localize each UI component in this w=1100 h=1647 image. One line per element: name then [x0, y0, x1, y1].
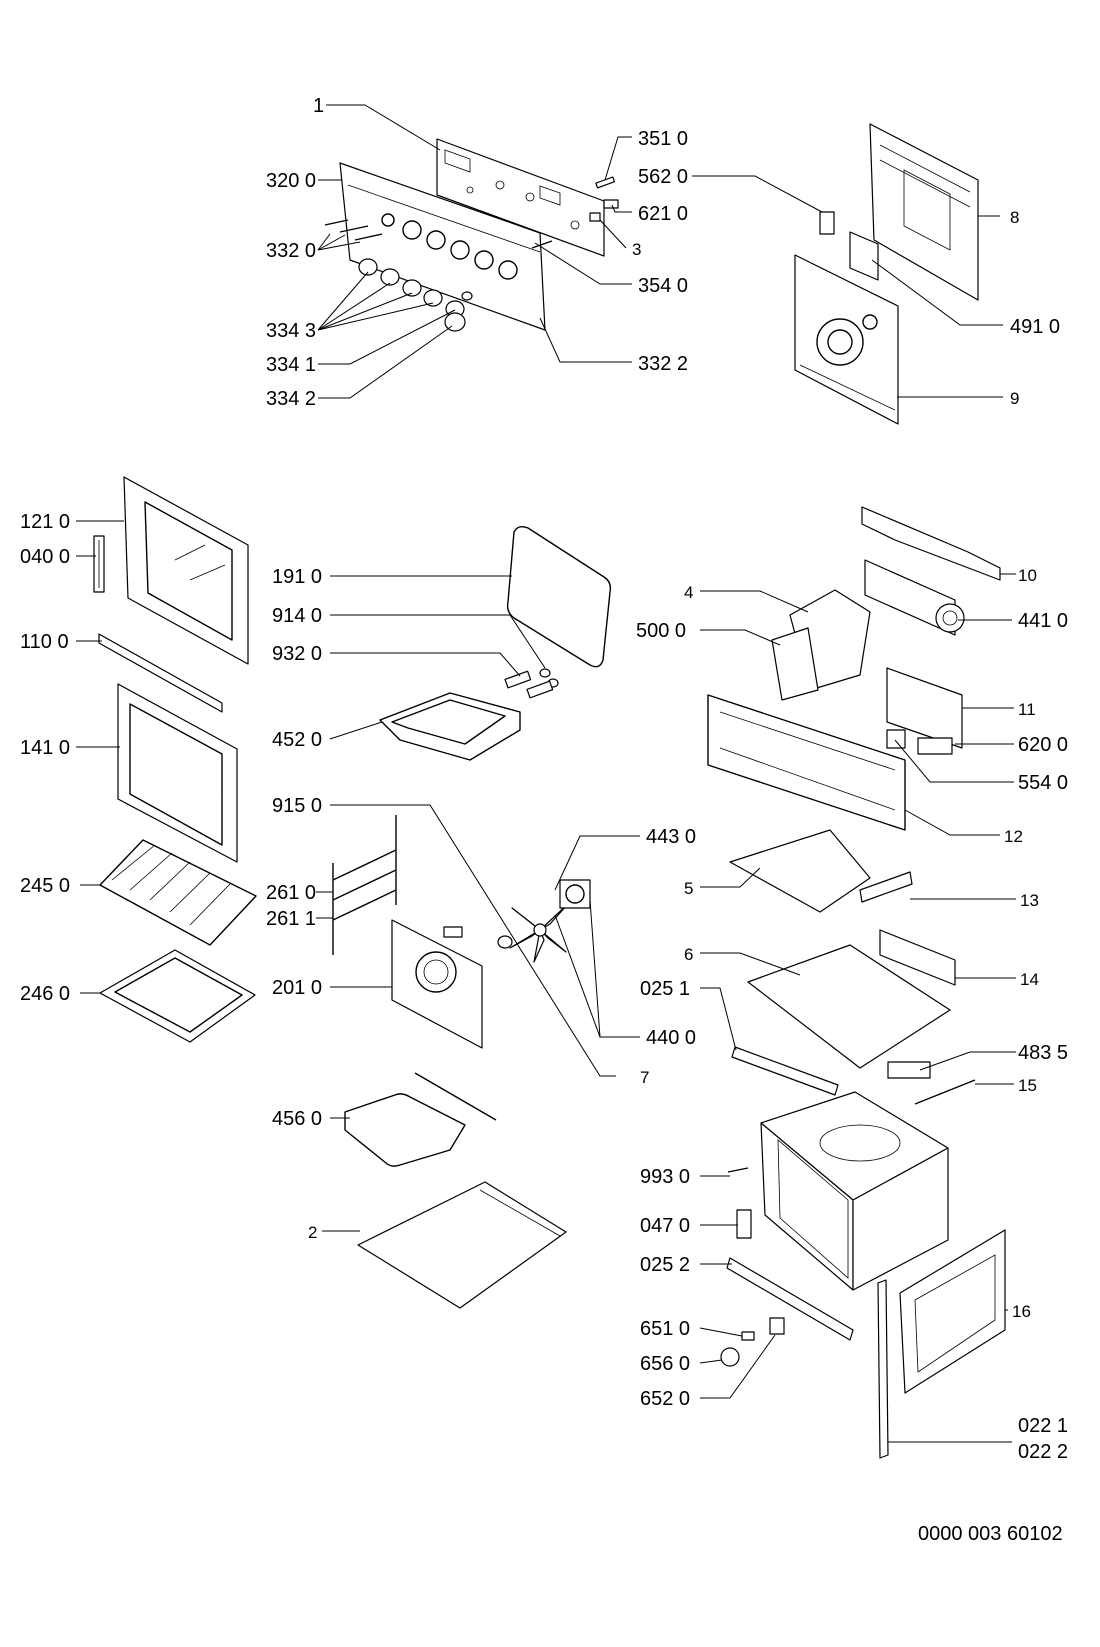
label-452-0: 452 0: [272, 729, 322, 751]
label-651-0: 651 0: [640, 1318, 690, 1340]
label-656-0: 656 0: [640, 1353, 690, 1375]
label-932-0: 932 0: [272, 643, 322, 665]
label-261-1: 261 1: [266, 908, 316, 930]
label-3: 3: [632, 240, 641, 259]
label-332-0: 332 0: [266, 240, 316, 262]
label-121-0: 121 0: [20, 511, 70, 533]
label-441-0: 441 0: [1018, 610, 1068, 632]
door-group: [76, 476, 257, 1043]
document-number: 0000 003 60102: [918, 1523, 1063, 1545]
label-332-2: 332 2: [638, 353, 688, 375]
label-483-5: 483 5: [1018, 1042, 1068, 1064]
label-047-0: 047 0: [640, 1215, 690, 1237]
label-191-0: 191 0: [272, 566, 322, 588]
label-141-0: 141 0: [20, 737, 70, 759]
label-915-0: 915 0: [272, 795, 322, 817]
label-025-1: 025 1: [640, 978, 690, 1000]
label-9: 9: [1010, 389, 1019, 408]
label-491-0: 491 0: [1010, 316, 1060, 338]
label-13: 13: [1020, 891, 1039, 910]
center-group: [316, 525, 640, 1309]
label-440-0: 440 0: [646, 1027, 696, 1049]
label-1: 1: [313, 95, 324, 117]
label-110-0: 110 0: [20, 631, 69, 653]
label-16: 16: [1012, 1302, 1031, 1321]
label-025-2: 025 2: [640, 1254, 690, 1276]
label-334-2: 334 2: [266, 388, 316, 410]
label-245-0: 245 0: [20, 875, 70, 897]
control-panel-group: [317, 104, 823, 399]
label-4: 4: [684, 583, 693, 602]
label-7: 7: [640, 1068, 649, 1087]
part-labels: 1 320 0 332 0 334 3 334 1 334 2 351 0 56…: [20, 95, 1068, 1545]
label-15: 15: [1018, 1076, 1037, 1095]
label-246-0: 246 0: [20, 983, 70, 1005]
label-022-2: 022 2: [1018, 1441, 1068, 1463]
rear-panels-group: [794, 123, 1003, 425]
label-354-0: 354 0: [638, 275, 688, 297]
label-914-0: 914 0: [272, 605, 322, 627]
label-334-3: 334 3: [266, 320, 316, 342]
label-10: 10: [1018, 566, 1037, 585]
label-5: 5: [684, 879, 693, 898]
label-443-0: 443 0: [646, 826, 696, 848]
right-group: [699, 506, 1016, 1459]
label-14: 14: [1020, 970, 1039, 989]
label-554-0: 554 0: [1018, 772, 1068, 794]
label-562-0: 562 0: [638, 166, 688, 188]
label-500-0: 500 0: [636, 620, 686, 642]
label-022-1: 022 1: [1018, 1415, 1068, 1437]
label-993-0: 993 0: [640, 1166, 690, 1188]
label-2: 2: [308, 1223, 317, 1242]
label-040-0: 040 0: [20, 546, 70, 568]
label-620-0: 620 0: [1018, 734, 1068, 756]
label-652-0: 652 0: [640, 1388, 690, 1410]
label-320-0: 320 0: [266, 170, 316, 192]
label-621-0: 621 0: [638, 203, 688, 225]
label-456-0: 456 0: [272, 1108, 322, 1130]
label-8: 8: [1010, 208, 1019, 227]
label-11: 11: [1018, 700, 1036, 719]
label-201-0: 201 0: [272, 977, 322, 999]
label-261-0: 261 0: [266, 882, 316, 904]
label-334-1: 334 1: [266, 354, 316, 376]
label-6: 6: [684, 945, 693, 964]
label-351-0: 351 0: [638, 128, 688, 150]
label-12: 12: [1004, 827, 1023, 846]
